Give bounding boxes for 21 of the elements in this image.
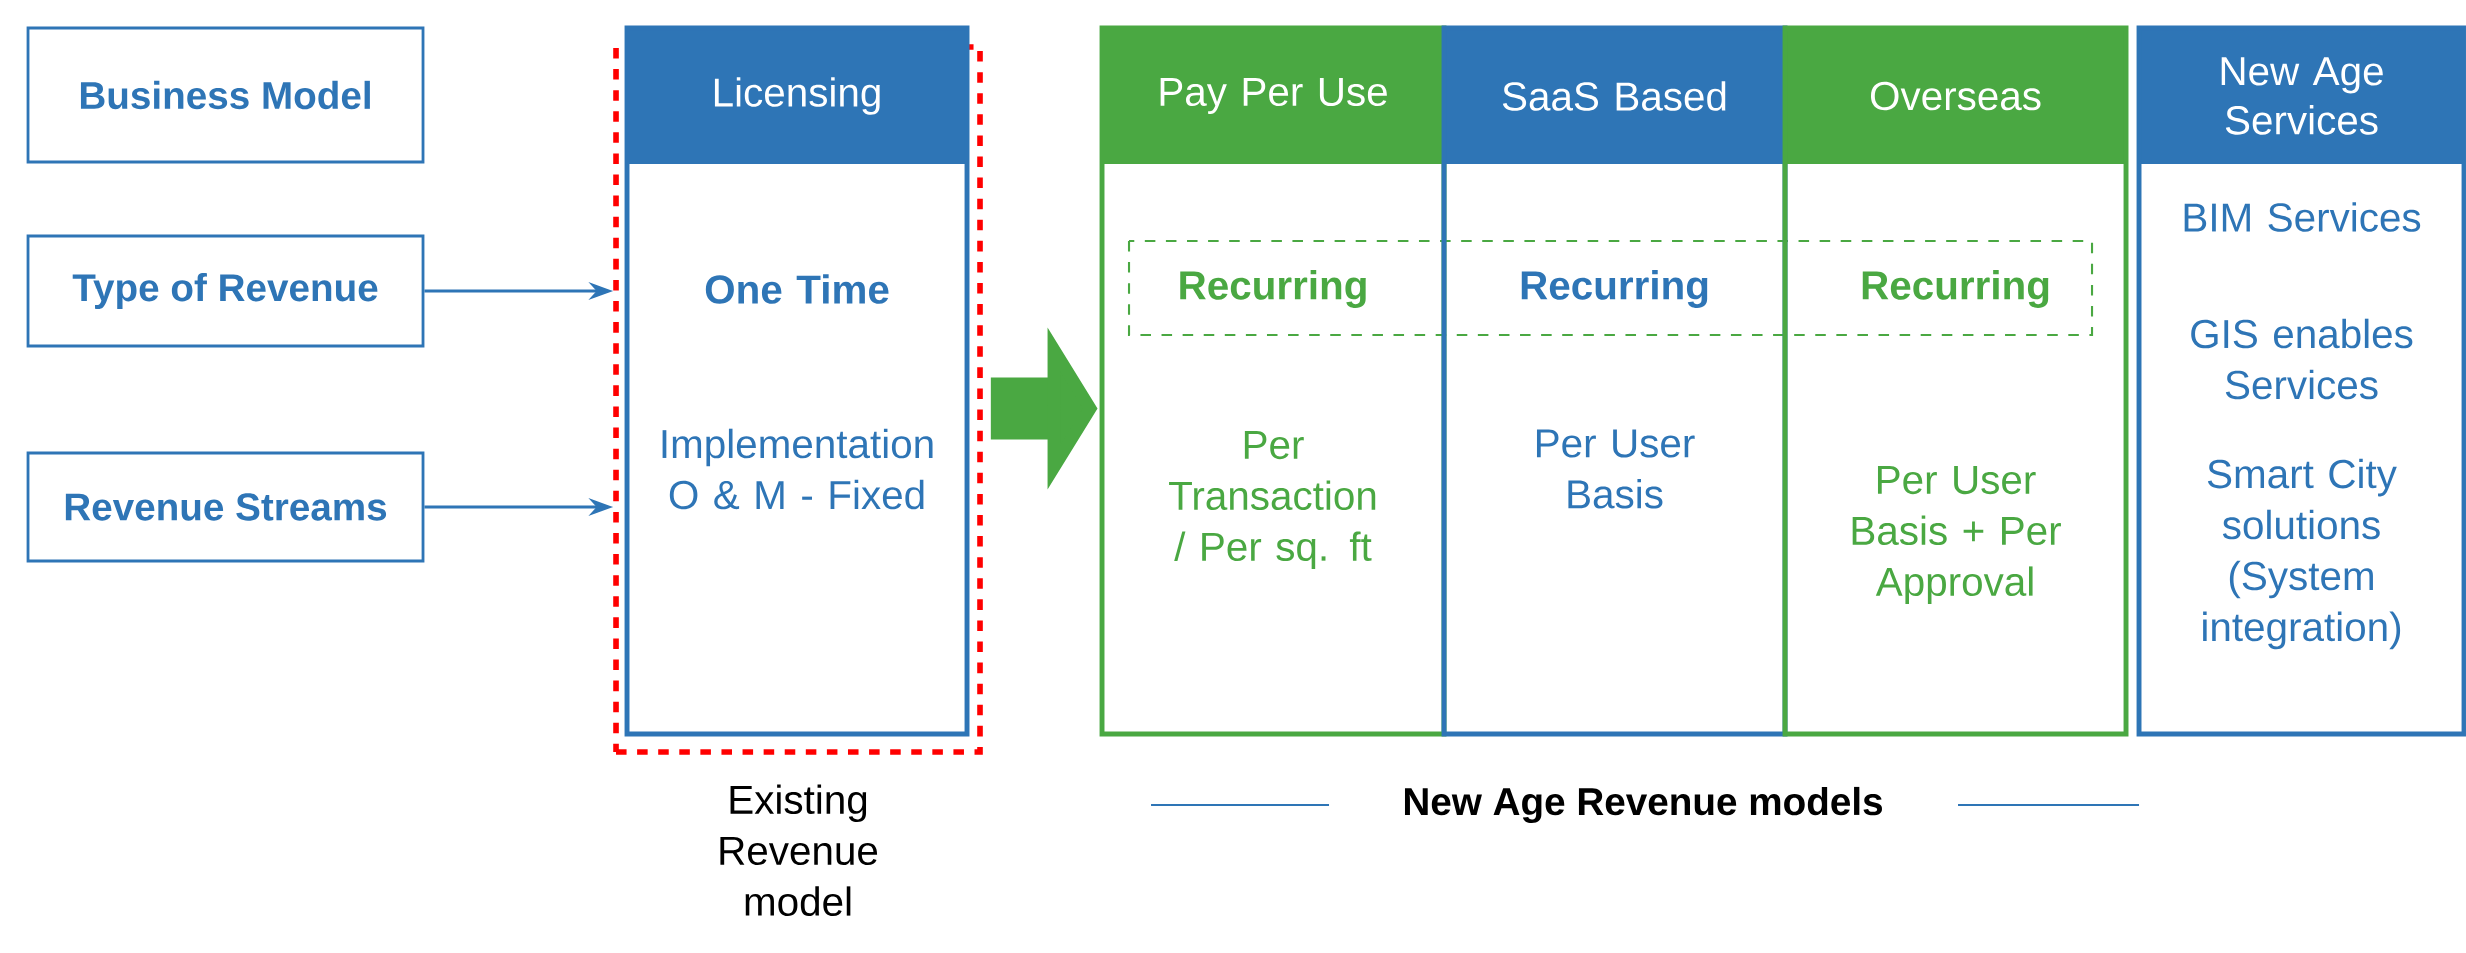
model-column: Pay Per Use Recurring Per Transaction / Per sq. ft bbox=[1099, 25, 1447, 737]
row-label-box: Business Model bbox=[26, 26, 425, 164]
revenue-detail: Per User Basis + Per Approval bbox=[1852, 465, 2061, 605]
revenue-type: Recurring bbox=[1862, 270, 2049, 308]
model-column: Overseas Recurring Per User Basis + Per Approval bbox=[1782, 25, 2129, 737]
revenue-detail: BIM Services bbox=[2184, 202, 2421, 232]
model-column: New Age Services BIM Services GIS enables Services Smart City solutions (System integration) bbox=[2136, 25, 2466, 737]
revenue-type: Recurring bbox=[1180, 270, 1366, 308]
model-column: SaaS Based Recurring Per User Basis bbox=[1441, 25, 1788, 737]
revenue-type: One Time bbox=[705, 274, 889, 304]
frame-caption: Existing Revenue model bbox=[720, 784, 878, 916]
revenue-type: Recurring bbox=[1521, 270, 1708, 308]
revenue-detail: Smart City solutions (System integration) bbox=[2203, 458, 2401, 650]
revenue-detail: Per User Basis bbox=[1537, 429, 1695, 509]
model-column: Licensing One Time Implementation O & M - Fixed bbox=[624, 25, 970, 737]
section-label: New Age Revenue models bbox=[1405, 786, 1882, 824]
row-label-box: Revenue Streams bbox=[26, 451, 425, 563]
revenue-detail: Implementation O & M - Fixed bbox=[662, 428, 933, 510]
row-label-box: Type of Revenue bbox=[26, 234, 425, 348]
revenue-detail: GIS enables Services bbox=[2191, 318, 2413, 400]
revenue-detail: Per Transaction / Per sq. ft bbox=[1169, 430, 1376, 570]
